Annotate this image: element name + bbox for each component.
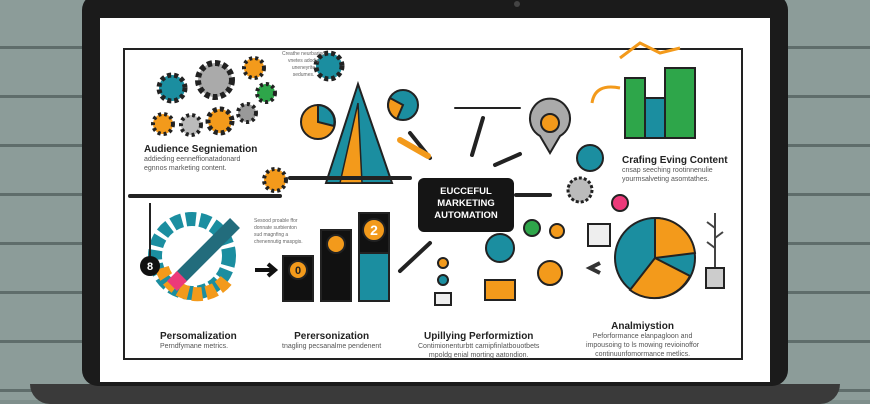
pie-chart-icon	[300, 89, 419, 140]
connector-lines	[128, 107, 552, 273]
bar-label-0: 0	[295, 265, 301, 277]
analytics-pie-chart-icon	[614, 216, 697, 300]
gear-cluster-icon	[151, 50, 345, 193]
section-personalization-2: Perersonization tnagling pecsanalme pend…	[282, 331, 382, 350]
section-crafting-content: Crafing Eving Content cnsap seeching roo…	[622, 155, 728, 183]
laptop-screen: 8 0 2 EUCCEFUL MARKETING AUTOMATION Crea…	[100, 18, 770, 382]
section-analytics: Analmiystion Peforformance elanpagloon a…	[586, 321, 700, 358]
section-personalization: Persomalization Perndfymane metrics.	[160, 331, 237, 350]
growth-chart-icon	[619, 41, 696, 139]
performance-icons	[434, 194, 629, 306]
center-line-2: MARKETING	[437, 198, 495, 209]
section-audience-segmentation: Audience Segniemation addieding eenneffi…	[144, 144, 258, 172]
gear-icon	[566, 176, 594, 204]
pendant-icon	[140, 256, 160, 276]
central-topic-box: EUCCEFUL MARKETING AUTOMATION	[418, 178, 514, 232]
center-line-3: AUTOMATION	[434, 210, 498, 221]
infographic-illustration: 8 0 2	[128, 41, 725, 306]
webcam	[514, 1, 520, 7]
plant-icon	[706, 213, 724, 268]
bar-chart-icon	[282, 212, 390, 302]
arrow-icon	[255, 262, 279, 278]
bar-label-1: 2	[370, 222, 378, 238]
laptop-base	[30, 384, 840, 404]
center-line-1: EUCCEFUL	[440, 186, 492, 197]
section-performance: Upillying Performiztion Contimionenturbt…	[418, 331, 540, 359]
infographic-frame	[123, 48, 743, 360]
personalization-gear-icon	[148, 212, 236, 300]
pencil-icon	[175, 218, 240, 283]
pendant-label: 8	[147, 261, 153, 273]
target-icon	[576, 144, 604, 172]
